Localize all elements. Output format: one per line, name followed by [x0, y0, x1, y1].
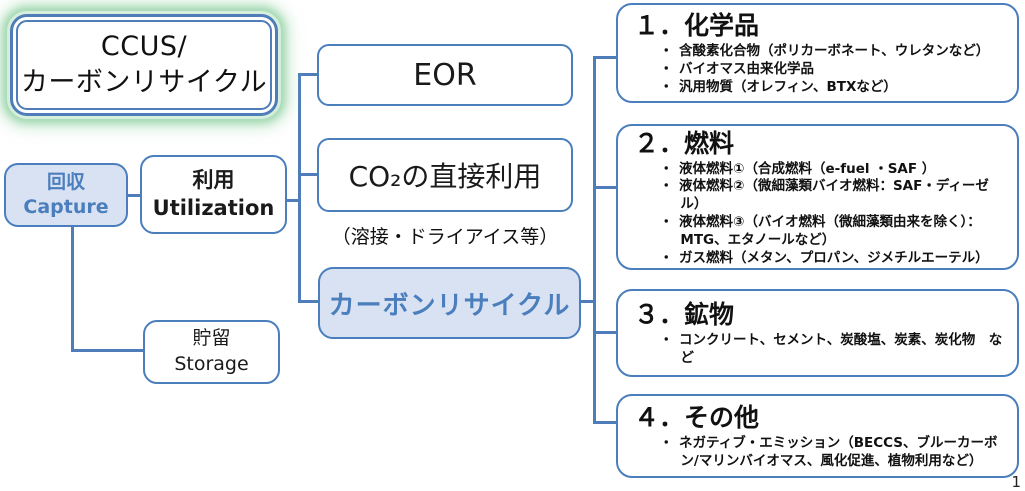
carbon-recycle-label: カーボンリサイクル [328, 290, 571, 321]
category-minerals-box: ３．鉱物 コンクリート、セメント、炭酸塩、炭素、炭化物 など [616, 289, 1019, 377]
connector-capture-down [71, 226, 74, 352]
connector-to-co2-direct [298, 173, 319, 176]
connector-utilization-right [285, 199, 300, 202]
page-number: 1 [1011, 473, 1021, 491]
bullet-item: ガス燃料（メタン、プロパン、ジメチルエーテル） [648, 250, 1005, 268]
bullet-item: バイオマス由来化学品 [648, 61, 1005, 79]
bullet-item: 液体燃料②（微細藻類バイオ燃料：SAF・ディーゼル） [648, 178, 1005, 214]
co2-direct-use-note: （溶接・ドライアイス等） [331, 226, 559, 248]
eor-node: EOR [317, 44, 573, 106]
bullet-item: 液体燃料①（合成燃料（e-fuel ・SAF ） [648, 161, 1005, 179]
category-chemicals-list: 含酸素化合物（ポリカーボネート、ウレタンなど）バイオマス由来化学品汎用物質（オレ… [634, 43, 1005, 96]
category-fuels-list: 液体燃料①（合成燃料（e-fuel ・SAF ）液体燃料②（微細藻類バイオ燃料：… [634, 161, 1005, 268]
carbon-recycle-node: カーボンリサイクル [318, 267, 581, 339]
co2-direct-use-label: CO₂の直接利用 [348, 160, 542, 193]
connector-to-carbon-recycle [298, 300, 320, 303]
connector-to-others [593, 421, 618, 424]
ccus-title-line2: カーボンリサイクル [20, 67, 268, 98]
bullet-item: 含酸素化合物（ポリカーボネート、ウレタンなど） [648, 43, 1005, 61]
category-others-heading: ４．その他 [634, 403, 760, 433]
capture-node: 回収 Capture [4, 163, 128, 227]
category-chemicals-box: １．化学品 含酸素化合物（ポリカーボネート、ウレタンなど）バイオマス由来化学品汎… [616, 3, 1019, 103]
bullet-item: 液体燃料③（バイオ燃料（微細藻類由来を除く）：MTG、エタノールなど） [648, 214, 1005, 250]
category-fuels-box: ２．燃料 液体燃料①（合成燃料（e-fuel ・SAF ）液体燃料②（微細藻類バ… [616, 124, 1019, 270]
bullet-item: 汎用物質（オレフィン、BTXなど） [648, 79, 1005, 97]
category-fuels-heading: ２．燃料 [634, 128, 735, 158]
utilization-label-en: Utilization [152, 195, 275, 220]
co2-direct-use-node: CO₂の直接利用 [317, 138, 573, 212]
capture-label-en: Capture [23, 196, 109, 218]
utilization-label-ja: 利用 [192, 168, 235, 193]
connector-to-fuels [593, 186, 618, 189]
storage-node: 貯留 Storage [143, 320, 280, 384]
bullet-item: コンクリート、セメント、炭酸塩、炭素、炭化物 など [648, 332, 1005, 368]
category-others-list: ネガティブ・エミッション（BECCS、ブルーカーボン/マリンバイオマス、風化促進… [634, 435, 1005, 471]
ccus-title-line1: CCUS/ [100, 30, 188, 62]
utilization-node: 利用 Utilization [140, 155, 287, 234]
ccus-title-box: CCUS/ カーボンリサイクル [10, 14, 278, 116]
capture-label-ja: 回収 [46, 171, 85, 194]
connector-to-storage [71, 349, 145, 352]
connector-category-trunk [593, 56, 596, 424]
bullet-item: ネガティブ・エミッション（BECCS、ブルーカーボン/マリンバイオマス、風化促進… [648, 435, 1005, 471]
ccus-title-inner: CCUS/ カーボンリサイクル [16, 20, 272, 110]
category-minerals-heading: ３．鉱物 [634, 300, 735, 330]
connector-to-minerals [593, 331, 618, 334]
storage-label-en: Storage [174, 353, 249, 375]
connector-carbon-recycle-right [579, 300, 596, 303]
category-minerals-list: コンクリート、セメント、炭酸塩、炭素、炭化物 など [634, 332, 1005, 368]
eor-label: EOR [413, 57, 477, 93]
connector-to-chemicals [593, 56, 618, 59]
storage-label-ja: 貯留 [192, 327, 231, 350]
connector-capture-utilization [127, 194, 142, 197]
category-chemicals-heading: １．化学品 [634, 11, 760, 41]
category-others-box: ４．その他 ネガティブ・エミッション（BECCS、ブルーカーボン/マリンバイオマ… [616, 394, 1019, 478]
connector-to-eor [298, 73, 319, 76]
connector-utilization-trunk [298, 73, 301, 303]
